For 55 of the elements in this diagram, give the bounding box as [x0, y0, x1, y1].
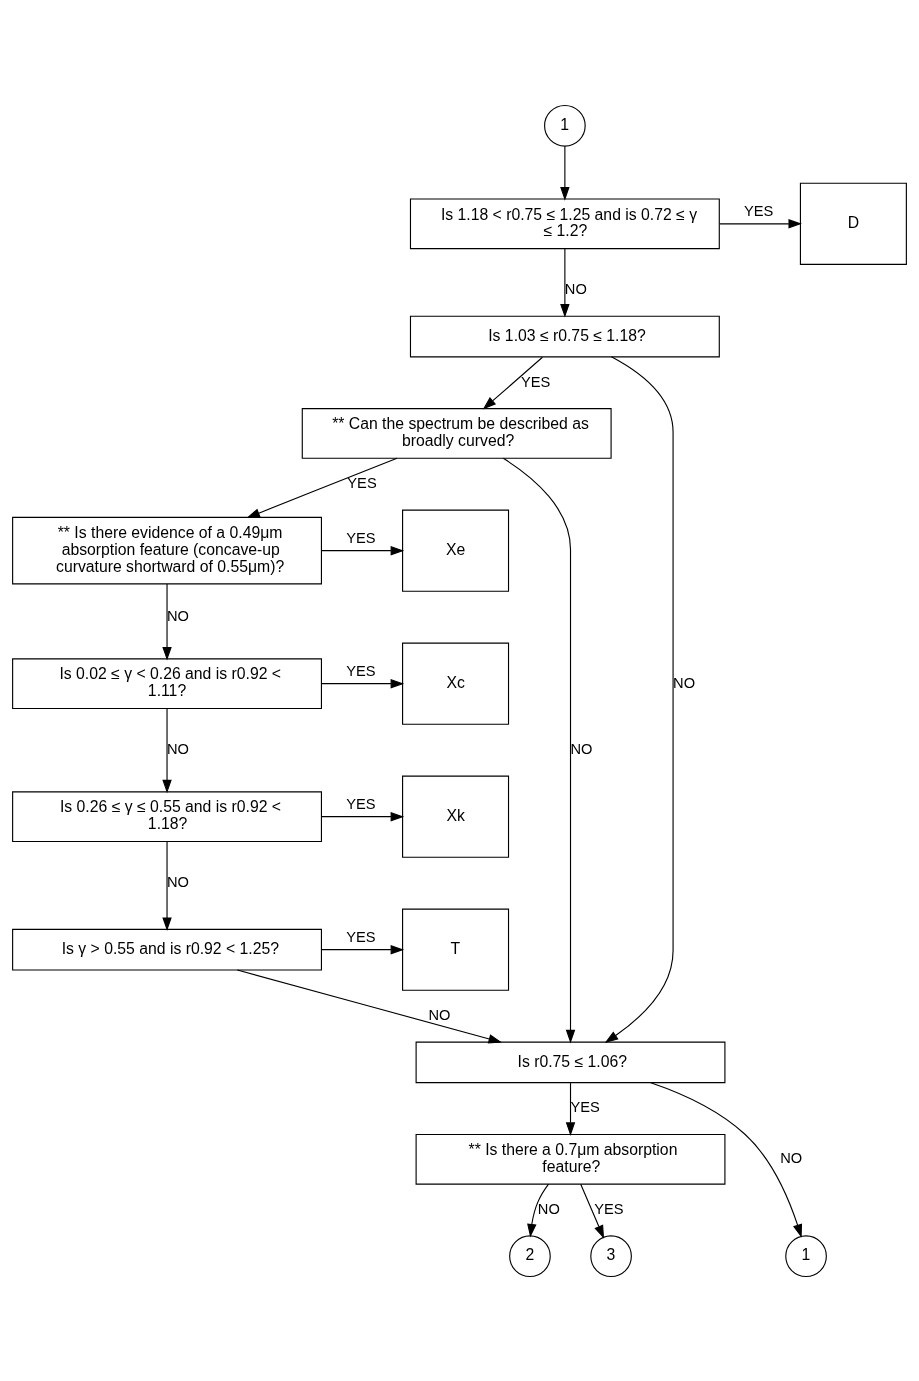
arrow [321, 545, 405, 555]
edge-label: NO [673, 674, 696, 691]
edge-label: NO [780, 1149, 803, 1166]
node-box: Is r0.75 ≤ 1.06? [415, 1041, 726, 1083]
edge-label: YES [346, 662, 376, 679]
node-circle: 1 [785, 1234, 827, 1277]
node-box: Xe [402, 509, 510, 592]
node-box: ** Can the spectrum be described as broadly curved? [301, 407, 612, 459]
node-circle: 1 [544, 104, 586, 147]
edge-label: YES [520, 373, 551, 390]
arrow [162, 583, 172, 661]
arrow [719, 218, 802, 229]
node-box: ** Is there evidence of a 0.49μm absorption feature (concave-up curvature shortward of 0.55μm)? [12, 516, 322, 584]
node-box: Xk [402, 775, 510, 858]
arrow [321, 811, 405, 821]
edge-label: NO [167, 740, 189, 757]
node-box: Is 1.03 ≤ r0.75 ≤ 1.18? [409, 315, 720, 357]
edge-label: NO [428, 1006, 451, 1023]
arrow [565, 1082, 576, 1136]
arrow [482, 356, 544, 409]
arrow [162, 840, 172, 931]
arrow [560, 247, 570, 318]
edge-label: YES [744, 202, 774, 219]
edge-label: NO [167, 873, 189, 890]
edge-label: YES [570, 1098, 600, 1115]
node-box: Is 1.18 < r0.75 ≤ 1.25 and is 0.72 ≤ γ ≤ 1.2? [409, 198, 720, 249]
arrow [321, 678, 405, 688]
node-circle: 2 [509, 1234, 551, 1277]
edge-label: YES [346, 928, 376, 945]
arrow [502, 457, 576, 1043]
node-box: T [402, 908, 510, 991]
arrow [236, 968, 502, 1043]
arrow [580, 1183, 605, 1239]
edge-label: YES [346, 795, 376, 812]
arrow [527, 1183, 550, 1237]
arrow [162, 707, 172, 793]
edge-label: NO [537, 1200, 560, 1217]
arrow [246, 457, 398, 518]
arrow [650, 1081, 803, 1238]
node-box: Is 0.26 ≤ γ ≤ 0.55 and is r0.92 < 1.18? [12, 790, 322, 842]
node-box: ** Is there a 0.7μm absorption feature? [415, 1133, 726, 1185]
edge-label: YES [347, 474, 377, 491]
edge-label: NO [570, 740, 593, 757]
node-box: Is γ > 0.55 and is r0.92 < 1.25? [12, 928, 322, 970]
edge-label: NO [167, 607, 189, 624]
edge-label: NO [564, 280, 587, 297]
node-box: D [799, 182, 907, 265]
arrow [604, 355, 674, 1043]
edge-label: YES [594, 1200, 624, 1217]
arrow [321, 944, 405, 954]
edge-label: YES [346, 529, 376, 546]
arrow [560, 145, 570, 201]
node-circle: 3 [590, 1234, 632, 1277]
node-box: Is 0.02 ≤ γ < 0.26 and is r0.92 < 1.11? [12, 657, 322, 709]
node-box: Xc [402, 642, 510, 725]
